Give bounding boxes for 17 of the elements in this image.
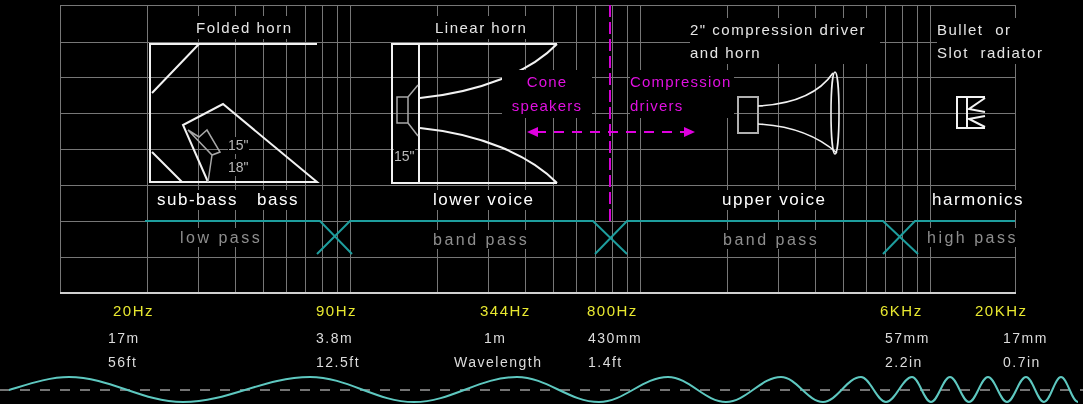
speaker-type-label: Linear horn [435, 16, 528, 39]
size-label: 15" [228, 137, 249, 154]
band-label: harmonics [932, 190, 1024, 211]
size-label: 18" [228, 159, 249, 176]
filter-label: band pass [433, 230, 530, 250]
band-label: lower voice [433, 190, 535, 211]
band-label: bass [257, 190, 299, 211]
band-label: upper voice [722, 190, 827, 211]
region-label: Compression drivers [630, 70, 734, 118]
region-label: Cone speakers [502, 70, 592, 118]
band-label: sub-bass [157, 190, 238, 211]
filter-label: low pass [180, 228, 263, 248]
speaker-type-label: Folded horn [196, 16, 293, 39]
axis-label: Wavelength [454, 354, 543, 371]
filter-label: high pass [927, 228, 1018, 248]
filter-label: band pass [723, 230, 820, 250]
speaker-type-label: 2" compression driver and horn [690, 18, 880, 64]
